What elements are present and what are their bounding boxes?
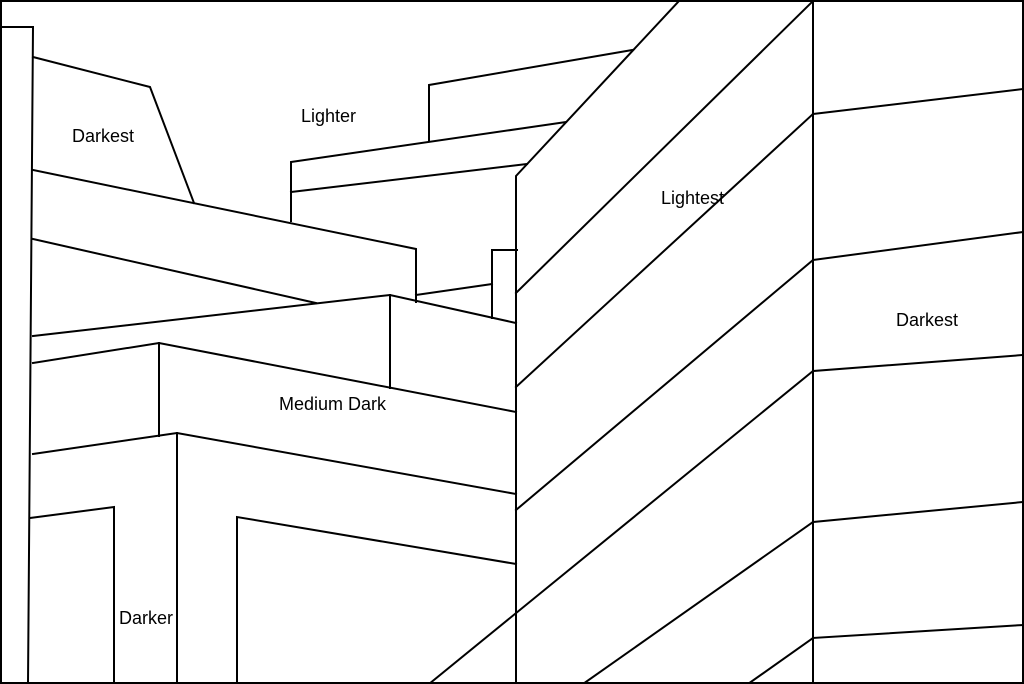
darker-building: [28, 431, 518, 684]
label-darker: Darker: [119, 608, 173, 628]
label-darkest-right: Darkest: [896, 310, 958, 330]
label-darkest-left: Darkest: [72, 126, 134, 146]
medium-dark-building: [31, 293, 518, 437]
left-pillar: [1, 26, 35, 684]
darkest-left-building: [31, 55, 417, 305]
label-lightest: Lightest: [661, 188, 724, 208]
lighter-buildings: [289, 48, 634, 319]
lightest-tower: [427, 0, 815, 684]
darkest-right-building: [811, 1, 1024, 684]
label-lighter: Lighter: [301, 106, 356, 126]
label-medium-dark: Medium Dark: [279, 394, 387, 414]
